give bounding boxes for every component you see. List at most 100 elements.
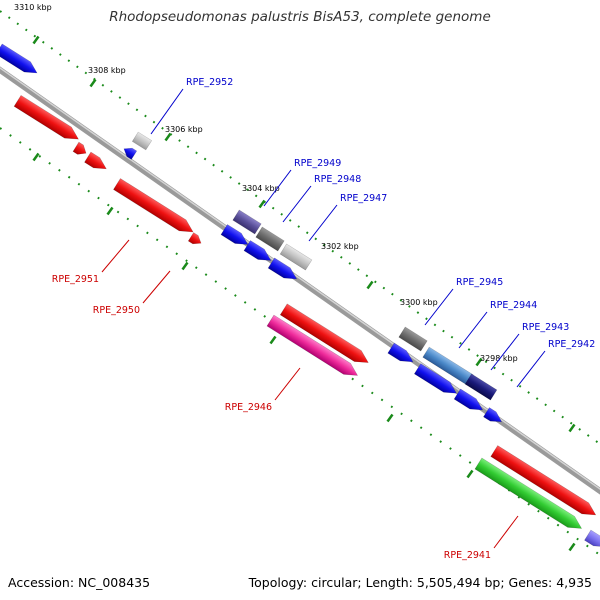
outer-tick-dot (425, 317, 428, 321)
inner-tick-dot (18, 141, 22, 144)
gene-arrow-rpe-2951a (13, 94, 79, 140)
gene-label-leader (142, 270, 171, 304)
outer-tick-dot (518, 385, 522, 388)
gene-label: RPE_2950 (93, 305, 140, 316)
gene-box-rpe-2948 (255, 226, 285, 252)
gene-label-leader (282, 185, 312, 223)
gene-arrow-rpe-2947b-shape (267, 257, 298, 280)
inner-tick-dot (361, 384, 364, 388)
backbone-highlight (0, 67, 600, 490)
inner-tick-dot (97, 196, 100, 200)
outer-tick-dot (305, 231, 309, 235)
outer-tick-dot (220, 169, 224, 173)
outer-tick-dot (314, 237, 318, 241)
gene-label: RPE_2945 (456, 277, 503, 288)
gene-arrow-rpe-2949b (220, 224, 249, 245)
outer-tick-dot (561, 415, 564, 419)
gene-arrow-rpe-2951b-shape (72, 141, 87, 155)
inner-tick-dot (87, 189, 91, 193)
gene-label: RPE_2948 (314, 174, 361, 185)
gene-label-leader (493, 515, 519, 549)
outer-tick-dot (586, 434, 590, 437)
outer-tick-dot (0, 10, 3, 13)
inner-tick-dot (165, 245, 169, 249)
gene-box-rpe-2949-shape (232, 209, 262, 235)
kbp-tick-label: 3310 kbp (14, 3, 52, 12)
outer-tick-dot (152, 120, 156, 124)
gene-arrow-rpe-2950b-shape (187, 232, 202, 245)
inner-tick-dot (576, 537, 579, 541)
gene-arrow-rpe-2942-shape (483, 407, 503, 423)
inner-tick-dot (67, 175, 71, 179)
major-tick-mark (32, 35, 40, 45)
outer-tick-dot (161, 126, 164, 130)
outer-tick-dot (288, 219, 292, 222)
outer-tick-dot (254, 194, 258, 198)
outer-tick-dot (348, 262, 352, 265)
outer-tick-dot (212, 163, 215, 167)
gene-arrow-rpe-2948b (243, 240, 272, 261)
gene-arrow-rpe-2945b-shape (387, 342, 414, 363)
outer-tick-dot (399, 298, 403, 302)
gene-label: RPE_2951 (52, 274, 99, 285)
inner-tick-dot (419, 426, 423, 430)
outer-tick-dot (450, 335, 454, 339)
gene-arrow-rpe-2951c (84, 151, 107, 170)
outer-tick-dot (280, 212, 284, 216)
gene-box-rpe-2949 (232, 209, 262, 235)
inner-tick-dot (468, 461, 472, 464)
inner-tick-dot (126, 217, 130, 221)
gene-arrow-rpe-2941a (490, 445, 597, 516)
outer-tick-dot (101, 83, 105, 87)
accession-text: Accession: NC_008435 (8, 575, 151, 590)
inner-tick-dot (351, 377, 355, 381)
inner-tick-dot (146, 231, 149, 235)
outer-tick-dot (408, 305, 411, 308)
inner-tick-dot (380, 398, 384, 402)
gene-arrow-rpe-2951b (72, 141, 87, 155)
inner-tick-dot (204, 273, 208, 276)
gene-arrow-rpe-2945b (387, 342, 414, 363)
outer-tick-dot (535, 397, 539, 400)
gene-box-rpe-2943-shape (464, 373, 498, 401)
outer-tick-dot (527, 391, 530, 394)
genome-summary-text: Topology: circular; Length: 5,505,494 bp… (248, 575, 592, 590)
gene-label: RPE_2947 (340, 193, 387, 204)
outer-tick-dot (195, 151, 198, 155)
outer-tick-dot (178, 139, 181, 142)
inner-tick-dot (595, 551, 599, 555)
gene-arrow-rpe-2950-shape (113, 178, 194, 233)
outer-tick-dot (552, 409, 556, 413)
outer-tick-dot (442, 329, 445, 333)
gene-label: RPE_2952 (186, 77, 233, 88)
outer-tick-dot (229, 176, 232, 179)
outer-tick-dot (459, 341, 462, 345)
outer-tick-dot (467, 348, 471, 351)
gene-arrow-rpe-2949b-shape (220, 224, 249, 245)
inner-tick-dot (546, 516, 550, 520)
outer-tick-dot (391, 292, 394, 296)
kbp-tick-label: 3304 kbp (242, 184, 280, 193)
outer-tick-dot (365, 274, 369, 278)
outer-tick-dot (118, 96, 122, 99)
gene-arrow-rpe-2946a-shape (279, 303, 369, 363)
inner-tick-dot (370, 391, 374, 395)
inner-tick-dot (400, 412, 403, 416)
kbp-tick-label: 3308 kbp (88, 66, 126, 75)
inner-tick-dot (106, 203, 110, 207)
gene-box-rpe-2945-shape (398, 326, 428, 352)
outer-tick-dot (484, 360, 488, 364)
outer-tick-dot (76, 65, 79, 69)
outer-tick-dot (416, 311, 420, 314)
outer-tick-dot (339, 255, 343, 259)
inner-tick-dot (214, 280, 218, 283)
gene-box-rpe-2952-shape (131, 131, 153, 151)
gene-arrow-rpe-2940-shape (584, 529, 600, 548)
outer-tick-dot (67, 59, 71, 63)
inner-tick-dot (517, 495, 521, 499)
gene-box-rpe-2948-shape (255, 226, 285, 252)
outer-tick-dot (110, 90, 113, 93)
inner-tick-dot (116, 210, 120, 214)
major-tick-mark (106, 206, 114, 216)
gene-arrow-rpe-2952-small (123, 147, 138, 160)
